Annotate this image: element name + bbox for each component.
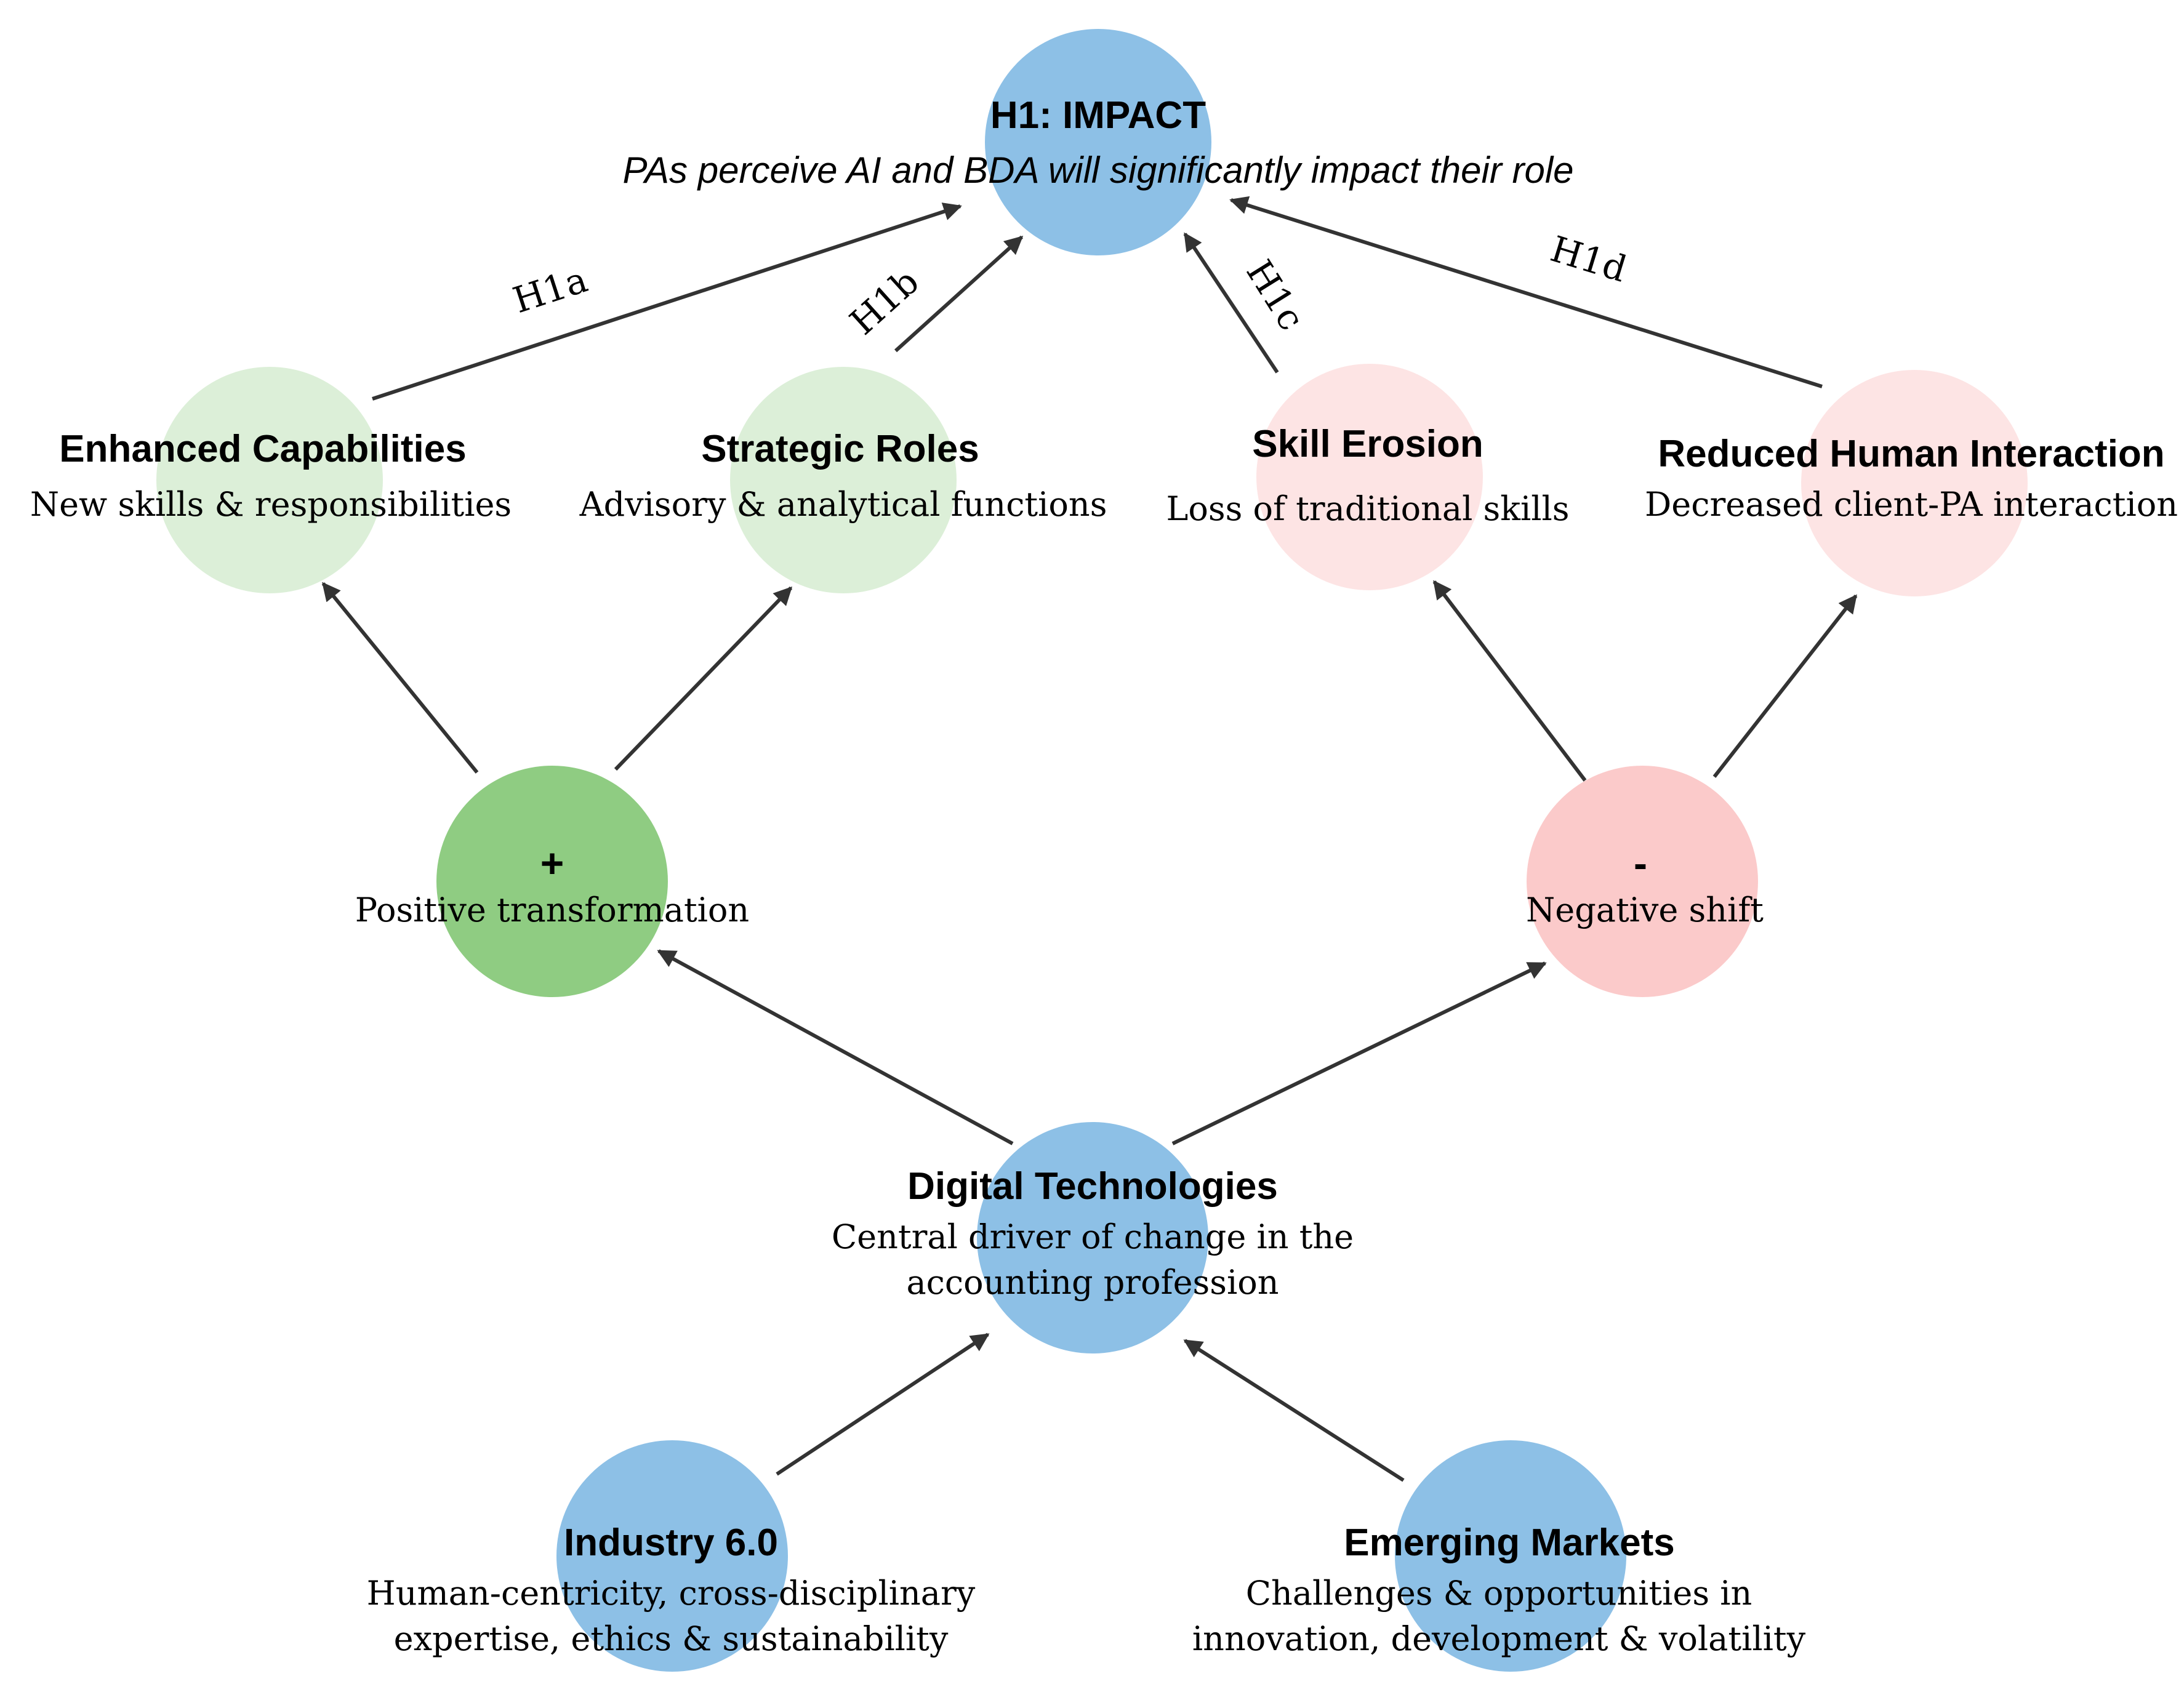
edge-label-h1a: H1a [508,259,592,321]
industry-desc-line2: expertise, ethics & sustainability [394,1619,949,1658]
arrow-industry-to-digital [776,1333,990,1476]
strategic-title: Strategic Roles [701,428,979,470]
arrow-positive-to-enhanced [321,582,479,774]
positive-desc: Positive transformation [355,891,749,929]
digital-desc-line1: Central driver of change in the [832,1217,1354,1256]
edge-label-h1c: H1c [1238,253,1312,338]
industry-circle [556,1440,788,1672]
impact-title: H1: IMPACT [990,94,1206,137]
markets-desc-line2: innovation, development & volatility [1192,1619,1806,1658]
arrow-strategic-to-impact [894,235,1024,353]
reduced-desc: Decreased client-PA interaction [1645,485,2178,524]
skill-erosion-circle [1256,364,1483,590]
impact-circle [985,29,1211,255]
industry-title: Industry 6.0 [564,1522,778,1564]
edge-label-h1d: H1d [1546,228,1631,290]
arrow-positive-to-strategic [614,586,793,771]
positive-circle [436,766,668,997]
erosion-desc: Loss of traditional skills [1166,489,1569,528]
reduced-title: Reduced Human Interaction [1658,433,2164,475]
impact-subtitle: PAs perceive AI and BDA will significant… [622,150,1573,191]
industry-desc-line1: Human-centricity, cross-disciplinary [367,1574,976,1613]
enhanced-capabilities-circle [156,367,383,593]
enhanced-title: Enhanced Capabilities [59,428,467,470]
digital-technologies-circle [977,1122,1208,1353]
erosion-title: Skill Erosion [1252,423,1483,465]
arrow-digital-to-positive [657,949,1014,1145]
reduced-interaction-circle [1801,370,2028,596]
markets-title: Emerging Markets [1344,1522,1675,1564]
arrow-digital-to-negative [1171,961,1547,1145]
arrow-erosion-to-impact [1183,232,1279,374]
edge-label-h1b: H1b [842,260,927,343]
arrow-enhanced-to-impact [372,202,962,401]
negative-symbol: - [1634,840,1647,886]
strategic-desc: Advisory & analytical functions [579,485,1107,524]
arrow-markets-to-digital [1183,1339,1405,1482]
enhanced-desc: New skills & responsibilities [30,485,512,524]
arrow-negative-to-reduced [1712,594,1858,778]
markets-desc-line1: Challenges & opportunities in [1246,1574,1752,1613]
strategic-roles-circle [730,367,957,593]
arrow-negative-to-erosion [1432,580,1587,782]
arrow-reduced-to-impact [1229,196,1823,388]
digital-title: Digital Technologies [907,1165,1278,1208]
positive-symbol: + [540,840,564,886]
digital-desc-line2: accounting profession [906,1263,1279,1302]
emerging-markets-circle [1395,1440,1626,1672]
negative-circle [1527,766,1758,997]
negative-desc: Negative shift [1526,891,1764,929]
